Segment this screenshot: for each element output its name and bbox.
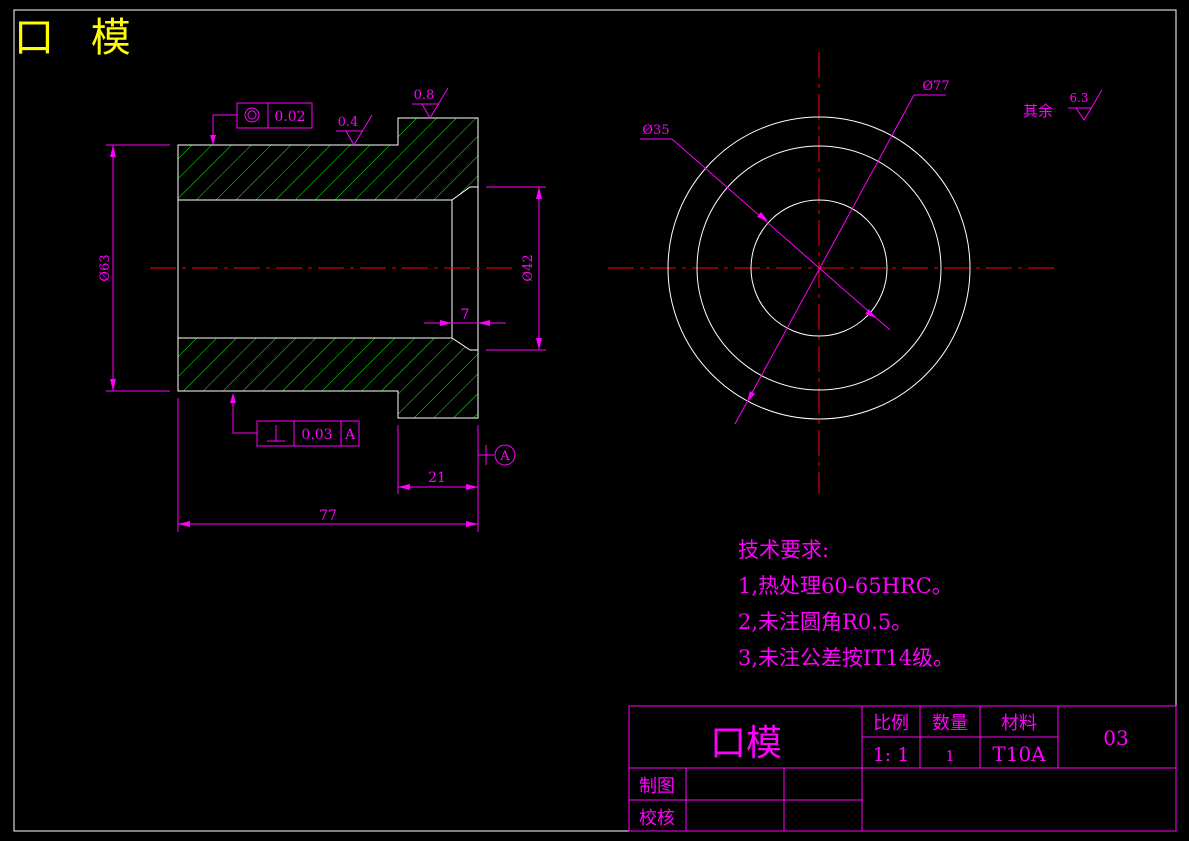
- title-block-part-name: 口模: [710, 723, 782, 764]
- perpendicularity-tolerance-value: 0.03: [301, 427, 332, 443]
- tech-requirements-title: 技术要求:: [738, 538, 830, 562]
- title-block-qty-value: 1: [945, 747, 955, 765]
- dim-total-length: 77: [177, 398, 478, 532]
- technical-requirements: 技术要求: 1,热处理60-65HRC。 2,未注圆角R0.5。 3,未注公差按…: [738, 532, 954, 676]
- roughness-symbol-top: 0.8: [412, 87, 449, 119]
- dim-large-diameter: Ø77: [734, 79, 950, 425]
- dim-step-length: 7: [424, 307, 506, 326]
- title-block-qty-label: 数量: [932, 713, 968, 734]
- dim-small-diameter-text: Ø35: [642, 123, 669, 138]
- dim-outer-diameter-text: Ø63: [98, 254, 113, 281]
- dim-flange-length: 21: [397, 425, 479, 532]
- side-view: Ø77 Ø35 其余 6.3: [608, 52, 1103, 494]
- tech-requirement-item: 2,未注圆角R0.5。: [738, 610, 913, 634]
- sheet-border: [13, 9, 1177, 832]
- section-hatch-bottom: [177, 337, 479, 419]
- perpendicularity-tolerance-frame: 0.03 A: [230, 393, 360, 447]
- dim-total-length-text: 77: [319, 508, 337, 524]
- title-block-checked-label: 校核: [639, 808, 675, 829]
- datum-marker: A: [478, 444, 516, 466]
- roughness-rest: 其余 6.3: [1023, 89, 1103, 121]
- roughness-symbol-body: 0.4: [336, 114, 373, 146]
- dim-flange-length-text: 21: [428, 470, 446, 486]
- title-block-drawn-label: 制图: [639, 776, 675, 797]
- title-block: [628, 705, 1177, 832]
- dim-step-length-text: 7: [461, 307, 470, 323]
- section-hatch-top: [177, 117, 479, 201]
- inner-circle: [750, 199, 888, 337]
- outer-circle: [667, 116, 971, 420]
- dim-large-diameter-text: Ø77: [922, 79, 949, 94]
- perpendicularity-icon: [267, 425, 285, 442]
- title-block-material-label: 材料: [1001, 713, 1037, 734]
- roughness-body-value: 0.4: [338, 115, 359, 130]
- concentricity-tolerance-value: 0.02: [274, 109, 305, 125]
- perpendicularity-datum-ref: A: [344, 427, 356, 443]
- tech-requirement-item: 3,未注公差按IT14级。: [738, 646, 955, 670]
- drawing-header-title: 口 模: [14, 15, 143, 61]
- title-block-scale-label: 比例: [873, 713, 909, 734]
- title-block-material-value: T10A: [992, 742, 1046, 766]
- concentricity-tolerance-frame: 0.02: [210, 102, 313, 145]
- title-block-drawing-no: 03: [1103, 726, 1128, 750]
- front-view: Ø63 Ø42 7 21: [98, 87, 546, 532]
- title-block-scale-value: 1: 1: [873, 744, 910, 766]
- dim-inner-diameter: Ø42: [486, 186, 546, 351]
- roughness-top-value: 0.8: [414, 88, 435, 103]
- middle-circle: [696, 145, 942, 391]
- tech-requirement-item: 1,热处理60-65HRC。: [738, 574, 953, 598]
- dim-outer-diameter: Ø63: [98, 144, 170, 392]
- roughness-rest-value: 6.3: [1069, 91, 1088, 105]
- dim-inner-diameter-text: Ø42: [521, 254, 536, 281]
- roughness-rest-label: 其余: [1023, 102, 1053, 120]
- dim-small-diameter: Ø35: [640, 123, 891, 331]
- concentricity-icon: [244, 107, 260, 123]
- datum-marker-label: A: [499, 449, 510, 464]
